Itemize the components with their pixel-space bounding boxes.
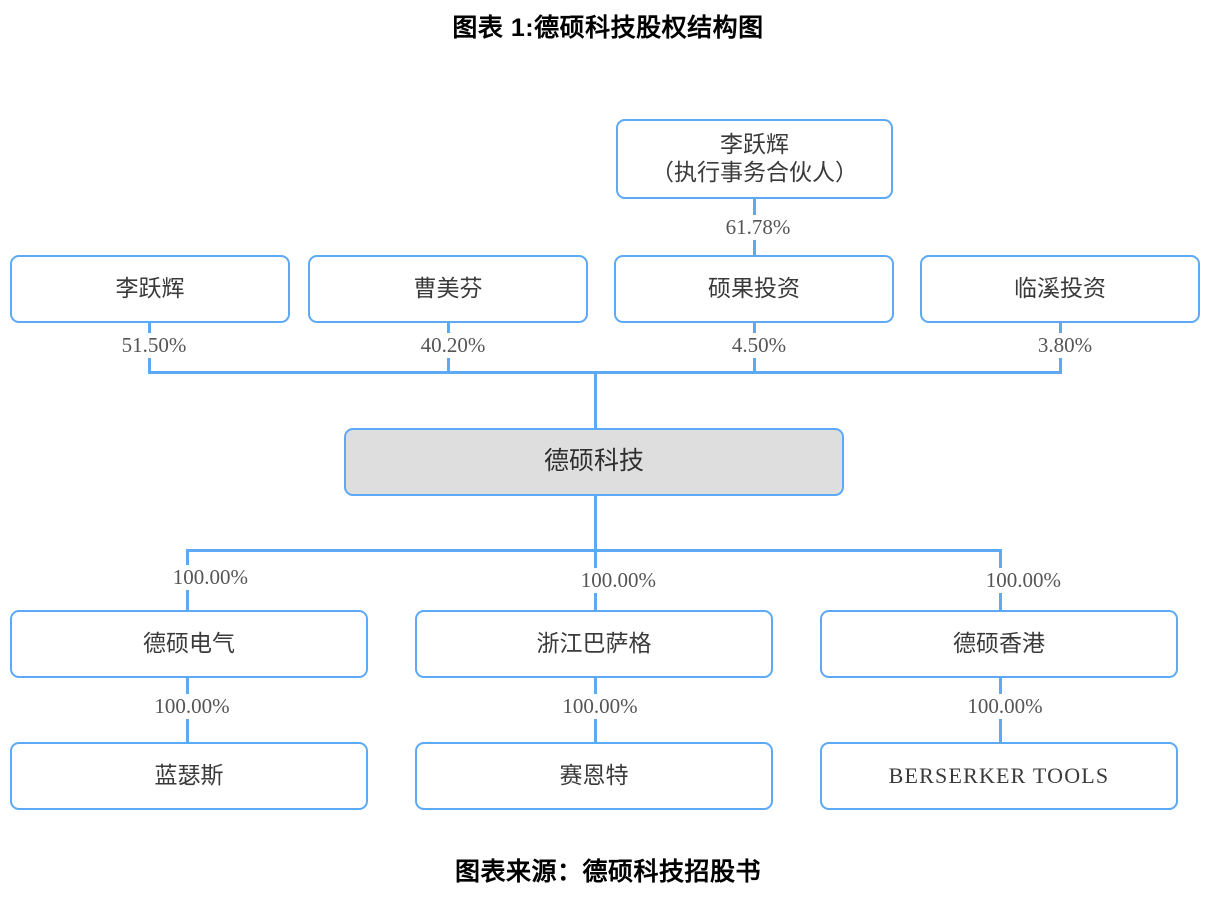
node-entity-berserker-tools-label: BERSERKER TOOLS	[888, 762, 1110, 788]
node-subsidiary-deshuo-hk[interactable]: 德硕香港	[820, 610, 1178, 678]
node-partner-line1: 李跃辉	[720, 131, 789, 157]
node-shareholder-linxi-label: 临溪投资	[1014, 275, 1106, 301]
node-subsidiary-zhejiang-basage-label: 浙江巴萨格	[536, 630, 652, 656]
edge-label-li-yuehui: 51.50%	[99, 333, 209, 358]
node-shareholder-shuoguo-label: 硕果投资	[708, 275, 800, 301]
edge-label-zhejiang-basage-in: 100.00%	[551, 568, 668, 593]
edge-label-partner-shuoguo: 61.78%	[703, 215, 813, 240]
node-entity-lansesi[interactable]: 蓝瑟斯	[10, 742, 368, 810]
node-company-deshuo-label: 德硕科技	[543, 447, 644, 475]
edge-bus-to-company	[594, 371, 597, 429]
node-shareholder-cao-meifen-label: 曹美芬	[413, 275, 483, 301]
edge-label-saiente: 100.00%	[545, 694, 655, 719]
edge-label-cao-meifen: 40.20%	[398, 333, 508, 358]
edge-label-berserker: 100.00%	[950, 694, 1060, 719]
edge-company-to-bus	[594, 496, 597, 552]
node-entity-lansesi-label: 蓝瑟斯	[154, 762, 224, 788]
node-shareholder-cao-meifen[interactable]: 曹美芬	[308, 255, 588, 323]
edge-label-deshuo-hk-in: 100.00%	[956, 568, 1073, 593]
page-title: 图表 1:德硕科技股权结构图	[452, 14, 764, 42]
node-shareholder-shuoguo[interactable]: 硕果投资	[614, 255, 894, 323]
node-company-deshuo[interactable]: 德硕科技	[344, 428, 844, 496]
edge-label-deshuo-dianqi-in: 100.00%	[143, 565, 260, 590]
node-shareholder-li-yuehui-label: 李跃辉	[115, 275, 185, 301]
node-subsidiary-deshuo-dianqi-label: 德硕电气	[143, 630, 235, 656]
node-subsidiary-deshuo-dianqi[interactable]: 德硕电气	[10, 610, 368, 678]
node-subsidiary-deshuo-hk-label: 德硕香港	[953, 630, 1045, 656]
node-entity-saiente-label: 赛恩特	[559, 762, 629, 788]
node-shareholder-li-yuehui[interactable]: 李跃辉	[10, 255, 290, 323]
edge-label-lansesi: 100.00%	[137, 694, 247, 719]
edge-label-linxi: 3.80%	[1010, 333, 1120, 358]
node-entity-saiente[interactable]: 赛恩特	[415, 742, 773, 810]
chart-source: 图表来源：德硕科技招股书	[454, 858, 761, 886]
node-shareholder-linxi[interactable]: 临溪投资	[920, 255, 1200, 323]
shareholder-bus	[148, 371, 1062, 374]
node-entity-berserker-tools[interactable]: BERSERKER TOOLS	[820, 742, 1178, 810]
node-partner[interactable]: 李跃辉 （执行事务合伙人）	[616, 119, 893, 199]
edge-label-shuoguo: 4.50%	[704, 333, 814, 358]
node-partner-text: 李跃辉 （执行事务合伙人）	[651, 131, 858, 187]
node-partner-line2: （执行事务合伙人）	[651, 160, 858, 185]
node-subsidiary-zhejiang-basage[interactable]: 浙江巴萨格	[415, 610, 773, 678]
